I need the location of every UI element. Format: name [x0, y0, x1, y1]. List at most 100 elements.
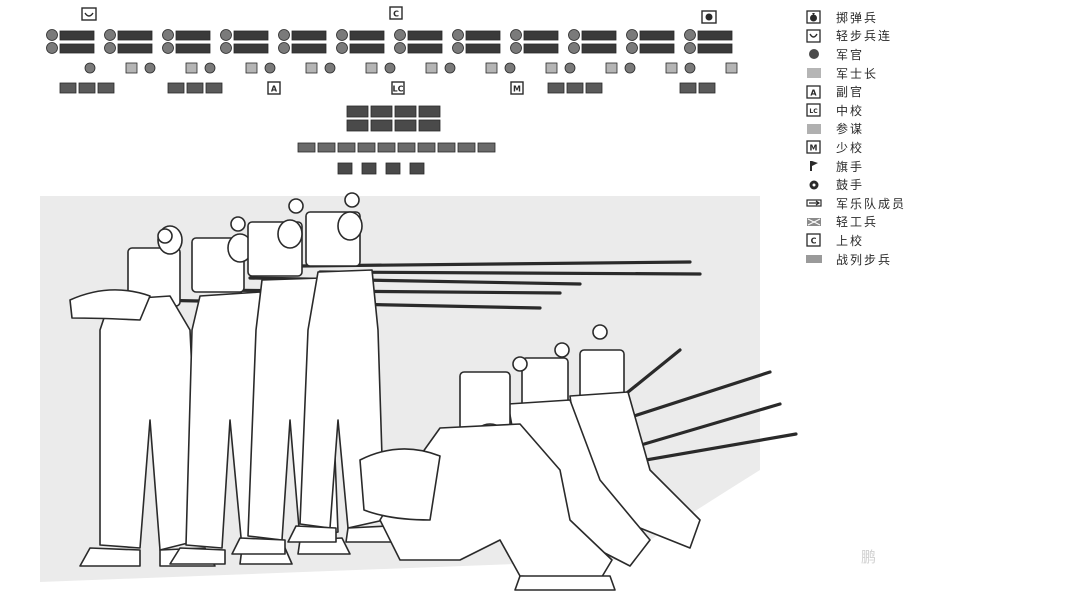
company-block-1-11 — [698, 31, 732, 40]
company-block-1-1 — [118, 31, 152, 40]
grenadier-bomb — [706, 14, 713, 21]
company-officer-2-5 — [337, 43, 348, 54]
legend-row: 旗手 — [806, 157, 1046, 176]
legend-swatch: C — [806, 233, 822, 247]
legend-swatch — [806, 47, 822, 61]
pioneer-block-0-3 — [419, 106, 440, 117]
svg-text:A: A — [810, 88, 817, 97]
pioneer-block-1-2 — [395, 120, 416, 131]
staff-right-0 — [680, 83, 696, 93]
legend-row: 参谋 — [806, 120, 1046, 139]
company-block-2-6 — [408, 44, 442, 53]
company-officer-1-1 — [105, 30, 116, 41]
legend-swatch: M — [806, 140, 822, 154]
drummer-dot-icon — [806, 178, 822, 192]
band-member-0 — [298, 143, 315, 152]
drummer-block-2 — [386, 163, 400, 174]
ensign-flag-icon — [806, 159, 822, 173]
lt-colonel-marker-letter: LC — [393, 85, 404, 94]
company-officer-2-11 — [685, 43, 696, 54]
officer-row-dot-3 — [265, 63, 275, 73]
legend-row: 掷弹兵 — [806, 8, 1046, 27]
company-officer-1-10 — [627, 30, 638, 41]
officer-row-sq-8 — [606, 63, 617, 73]
legend-swatch — [806, 178, 822, 192]
company-block-1-5 — [350, 31, 384, 40]
company-officer-1-3 — [221, 30, 232, 41]
legend-swatch — [806, 10, 822, 24]
staff-left-0 — [60, 83, 76, 93]
officer-row-sq-3 — [306, 63, 317, 73]
staff-mid-left-0 — [168, 83, 184, 93]
drummer-block-1 — [362, 163, 376, 174]
staff-mid-right-0 — [548, 83, 564, 93]
company-officer-2-4 — [279, 43, 290, 54]
pioneer-block-0-0 — [347, 106, 368, 117]
company-block-1-6 — [408, 31, 442, 40]
svg-text:C: C — [811, 237, 817, 246]
bandsman-arrow-icon — [806, 196, 822, 210]
band-member-5 — [398, 143, 415, 152]
legend-row: 轻工兵 — [806, 213, 1046, 232]
company-block-2-10 — [640, 44, 674, 53]
legend-label: 参谋 — [836, 120, 864, 137]
company-officer-1-8 — [511, 30, 522, 41]
company-officer-2-6 — [395, 43, 406, 54]
major-m-icon: M — [806, 140, 822, 154]
legend-label: 副官 — [836, 83, 864, 100]
band-member-9 — [478, 143, 495, 152]
officer-row-sq-1 — [186, 63, 197, 73]
company-block-1-2 — [176, 31, 210, 40]
officer-row-sq-9 — [666, 63, 677, 73]
company-block-2-4 — [292, 44, 326, 53]
officer-row-dot-6 — [445, 63, 455, 73]
corner-mark: 鹏 — [861, 546, 876, 567]
company-officer-1-7 — [453, 30, 464, 41]
legend-row: 鼓手 — [806, 175, 1046, 194]
lieutenant-colonel-lc-icon: LC — [806, 103, 822, 117]
legend-row: 军士长 — [806, 64, 1046, 83]
light-infantry-marker — [82, 8, 96, 20]
line-infantry-bar-icon — [806, 252, 822, 266]
officer-row-sq-2 — [246, 63, 257, 73]
officer-row-dot-1 — [145, 63, 155, 73]
legend-row: 轻步兵连 — [806, 27, 1046, 46]
officer-row-sq-7 — [546, 63, 557, 73]
company-block-2-9 — [582, 44, 616, 53]
officer-row-dot-5 — [385, 63, 395, 73]
legend-row: M少校 — [806, 138, 1046, 157]
officer-row-dot-2 — [205, 63, 215, 73]
staff-square-icon — [806, 122, 822, 136]
company-block-2-0 — [60, 44, 94, 53]
officer-dot-icon — [806, 47, 822, 61]
company-block-1-10 — [640, 31, 674, 40]
officer-row-dot-9 — [625, 63, 635, 73]
legend-swatch: LC — [806, 103, 822, 117]
company-block-1-3 — [234, 31, 268, 40]
legend-row: A 副官 — [806, 82, 1046, 101]
officer-row-dot-8 — [565, 63, 575, 73]
band-member-3 — [358, 143, 375, 152]
major-marker-letter: M — [513, 85, 521, 94]
company-block-1-9 — [582, 31, 616, 40]
company-officer-2-0 — [47, 43, 58, 54]
legend-swatch — [806, 215, 822, 229]
officer-row-dot-7 — [505, 63, 515, 73]
legend-label: 轻工兵 — [836, 213, 878, 230]
legend-swatch — [806, 252, 822, 266]
band-member-8 — [458, 143, 475, 152]
company-block-2-1 — [118, 44, 152, 53]
pioneer-block-1-0 — [347, 120, 368, 131]
colonel-c-icon: C — [806, 233, 822, 247]
company-officer-2-9 — [569, 43, 580, 54]
company-block-1-8 — [524, 31, 558, 40]
officer-row-dot-10 — [685, 63, 695, 73]
band-member-4 — [378, 143, 395, 152]
legend-swatch — [806, 159, 822, 173]
band-member-6 — [418, 143, 435, 152]
company-officer-1-9 — [569, 30, 580, 41]
company-officer-2-10 — [627, 43, 638, 54]
legend-label: 军士长 — [836, 65, 878, 82]
company-block-2-5 — [350, 44, 384, 53]
drummer-block-0 — [338, 163, 352, 174]
